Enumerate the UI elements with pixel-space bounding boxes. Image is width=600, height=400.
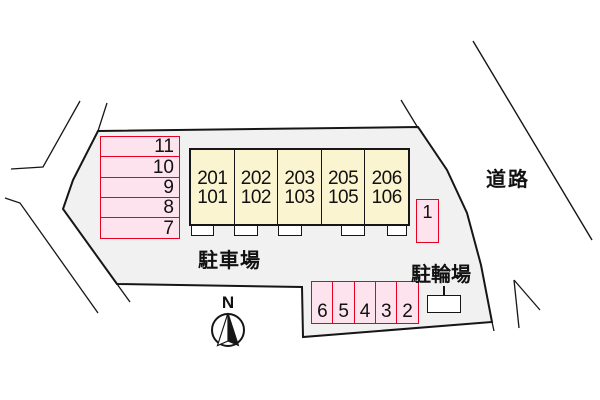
boundary-tick-bottomleft <box>116 283 131 303</box>
road-corner-line-b <box>513 279 541 311</box>
parking-lot-label: 駐車場 <box>198 250 261 272</box>
road-edge-line <box>472 40 593 241</box>
parking-space: 11 <box>100 136 180 158</box>
building-porch <box>341 225 365 236</box>
bicycle-parking-label: 駐輪場 <box>411 264 471 286</box>
boundary-tick-bottomright <box>491 321 495 332</box>
unit-number-lower: 105 <box>327 187 359 208</box>
unit-number-lower: 102 <box>240 187 272 208</box>
boundary-tick-topright <box>400 99 419 129</box>
unit-number-lower: 101 <box>197 187 228 208</box>
unit-number-upper: 205 <box>327 168 359 189</box>
building-porch <box>387 225 407 236</box>
unit-number-lower: 103 <box>284 187 315 208</box>
bicycle-shed <box>427 295 461 313</box>
parking-space: 8 <box>100 196 180 219</box>
compass-needle-black <box>227 312 240 347</box>
building: 201 101 202 102 203 103 205 105 206 106 <box>189 148 410 226</box>
parking-space: 5 <box>332 281 356 324</box>
compass <box>211 312 245 347</box>
road-corner-line-a <box>513 279 520 329</box>
parking-space: 7 <box>100 217 180 239</box>
building-porch <box>234 225 258 236</box>
unit-number-upper: 202 <box>240 168 272 189</box>
building-unit: 206 106 <box>364 150 408 224</box>
parking-space: 9 <box>100 176 180 199</box>
boundary-tick-topleft <box>97 102 108 132</box>
parking-space: 4 <box>353 281 377 324</box>
unit-number-upper: 206 <box>371 168 403 189</box>
boundary-line-lower-left <box>4 197 99 314</box>
building-porch <box>191 225 214 236</box>
building-porch <box>278 225 302 236</box>
parking-space: 3 <box>374 281 398 324</box>
parking-bottom-row: 6 5 4 3 2 <box>311 281 419 324</box>
building-unit: 205 105 <box>320 150 365 224</box>
building-unit: 202 102 <box>233 150 278 224</box>
building-unit: 201 101 <box>191 150 234 224</box>
parking-left-column: 11 10 9 8 7 <box>100 136 180 239</box>
building-unit: 203 103 <box>277 150 321 224</box>
road-label: 道路 <box>486 169 530 191</box>
parking-space: 6 <box>311 281 334 324</box>
compass-north-label: N <box>221 293 235 312</box>
unit-number-upper: 201 <box>197 168 228 189</box>
unit-number-lower: 106 <box>371 187 403 208</box>
parking-space: 2 <box>396 281 419 324</box>
boundary-line-upper-left <box>10 100 81 170</box>
unit-number-upper: 203 <box>284 168 315 189</box>
parking-space: 1 <box>416 199 439 243</box>
parking-space: 10 <box>100 156 180 179</box>
